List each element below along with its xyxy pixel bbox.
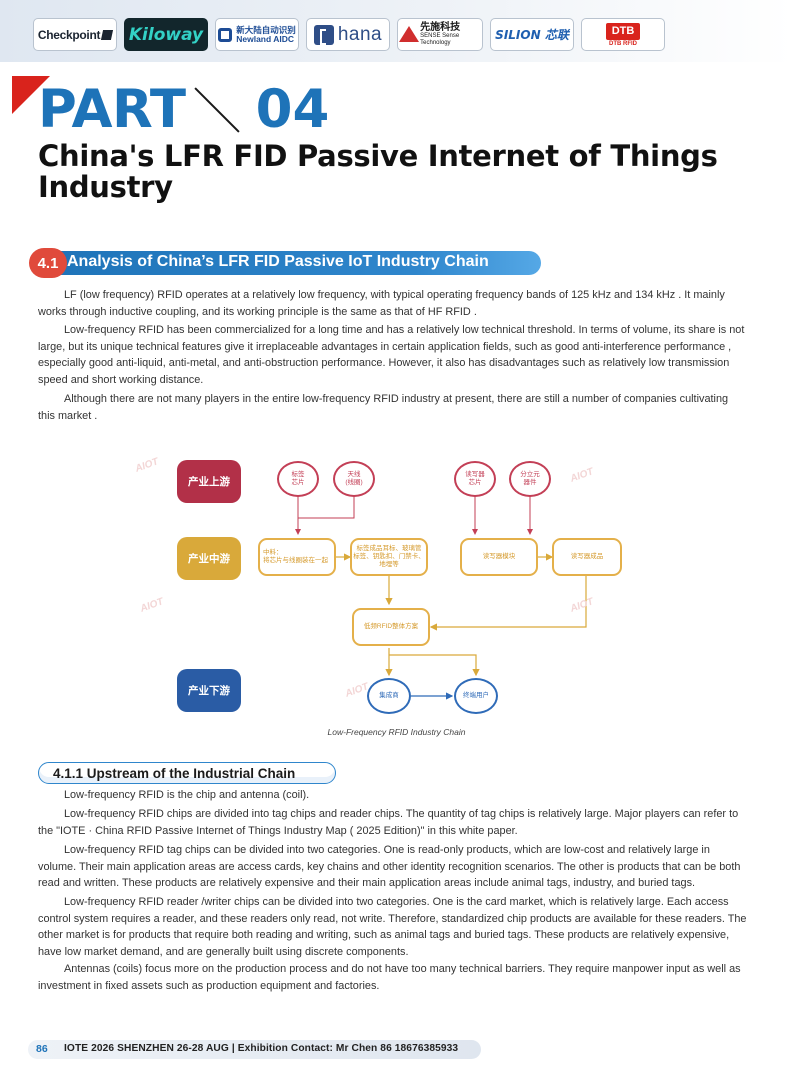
- paragraph: LF (low frequency) RFID operates at a re…: [38, 289, 725, 318]
- node-discrete-components: 分立元 器件: [509, 461, 551, 497]
- tier-downstream: 产业下游: [177, 669, 241, 712]
- part-word: PART: [38, 79, 186, 140]
- sense-mark-icon: [398, 24, 420, 46]
- part-number: 04: [255, 79, 330, 140]
- node-antenna: 天线 (线圈): [333, 461, 375, 497]
- checkpoint-logo: Checkpoint: [33, 18, 117, 51]
- node-tag-chip: 标签 芯片: [277, 461, 319, 497]
- paragraph: Antennas (coils) focus more on the produ…: [38, 963, 741, 992]
- node-reader-product: 读写器成品: [552, 538, 622, 576]
- subsection-banner: 4.1.1 Upstream of the Industrial Chain: [38, 762, 336, 784]
- node-solution: 低频RFID整体方案: [352, 608, 430, 646]
- subsection-title: 4.1.1 Upstream of the Industrial Chain: [53, 766, 296, 781]
- watermark: AIOT: [133, 456, 161, 475]
- paragraph: Low-frequency RFID chips are divided int…: [38, 808, 739, 837]
- paragraph: Low-frequency RFID is the chip and anten…: [64, 789, 310, 801]
- node-end-user: 终端用户: [454, 678, 498, 714]
- section-title: Analysis of China’s LFR FID Passive IoT …: [67, 253, 489, 270]
- red-corner-decoration: [12, 76, 50, 114]
- node-inlay: 中料： 将芯片与线圈装在一起: [258, 538, 336, 576]
- slash-divider: [192, 85, 250, 135]
- watermark: AIOT: [138, 596, 166, 615]
- hana-logo: hana: [306, 18, 390, 51]
- chapter-title: China's LFR FID Passive Internet of Thin…: [38, 139, 718, 204]
- paragraph: Low-frequency RFID tag chips can be divi…: [38, 844, 741, 890]
- node-integrator: 集成商: [367, 678, 411, 714]
- section-banner: 4.1 Analysis of China’s LFR FID Passive …: [29, 248, 541, 278]
- silion-logo: SILION 芯联: [490, 18, 574, 51]
- node-tag-products: 标签成品耳标、玻璃管 标签、钥匙扣、门禁卡、 地埋等: [350, 538, 428, 576]
- tier-midstream: 产业中游: [177, 537, 241, 580]
- page-footer: 86 IOTE 2026 SHENZHEN 26-28 AUG | Exhibi…: [28, 1040, 481, 1059]
- section-number: 4.1: [29, 248, 67, 278]
- tier-upstream: 产业上游: [177, 460, 241, 503]
- diagram-caption: Low-Frequency RFID Industry Chain: [327, 727, 466, 737]
- hana-mark-icon: [313, 24, 334, 45]
- newland-mark-icon: [218, 27, 233, 42]
- node-reader-module: 读写器模块: [460, 538, 538, 576]
- footer-text: IOTE 2026 SHENZHEN 26-28 AUG | Exhibitio…: [64, 1043, 459, 1054]
- industry-chain-diagram: AIOT AIOT AIOT AIOT AIOT 产业上游 产业中游 产业下游 …: [134, 450, 622, 720]
- kiloway-logo: Kiloway: [124, 18, 208, 51]
- part-heading: PART 04: [38, 83, 329, 136]
- paragraph: Low-frequency RFID reader /writer chips …: [38, 896, 747, 958]
- node-reader-chip: 读写器 芯片: [454, 461, 496, 497]
- page-number: 86: [36, 1043, 48, 1055]
- paragraph: Low-frequency RFID has been commercializ…: [38, 324, 745, 386]
- paragraph: Although there are not many players in t…: [38, 393, 729, 422]
- diagram-connectors: [295, 495, 587, 700]
